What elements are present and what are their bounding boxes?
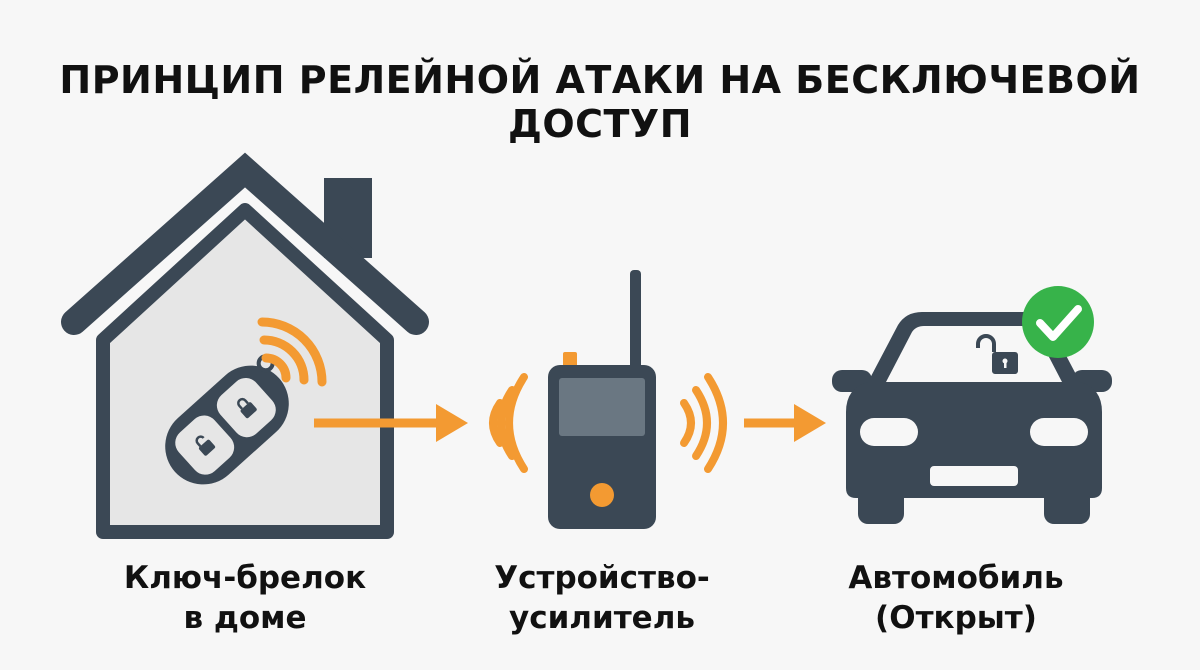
house-icon [61, 152, 429, 539]
relay-screen [559, 378, 645, 436]
car-icon [832, 312, 1112, 524]
car-headlight-right [1030, 418, 1088, 446]
caption-line: (Открыт) [875, 600, 1037, 636]
house-roof [61, 152, 429, 335]
caption-relay-device: Устройство- усилитель [442, 558, 762, 638]
unlock-icon [195, 435, 216, 456]
relay-outgoing-waves-icon [680, 373, 727, 473]
caption-key-fob: Ключ-брелок в доме [85, 558, 405, 638]
relay-antenna [630, 270, 641, 380]
relay-button [590, 483, 614, 507]
caption-line: Автомобиль [848, 560, 1064, 596]
caption-line: в доме [183, 600, 307, 636]
caption-line: Ключ-брелок [123, 560, 367, 596]
key-fob-icon [165, 354, 289, 485]
caption-line: Устройство- [494, 560, 710, 596]
lock-icon [237, 397, 257, 419]
relay-button-top [563, 352, 577, 368]
relay-device-icon [548, 270, 656, 529]
car-headlight-left [860, 418, 918, 446]
caption-line: усилитель [508, 600, 696, 636]
unlocked-padlock-icon [976, 334, 1018, 374]
arrow-right-icon [744, 404, 826, 442]
key-signal-waves-icon [257, 317, 327, 387]
car-plate [930, 466, 1018, 486]
caption-car: Автомобиль (Открыт) [796, 558, 1116, 638]
relay-incoming-waves-icon [489, 373, 528, 473]
page-title: ПРИНЦИП РЕЛЕЙНОЙ АТАКИ НА БЕСКЛЮЧЕВОЙ ДО… [59, 58, 1141, 146]
arrow-right-icon [314, 404, 468, 442]
check-badge-icon [1022, 286, 1094, 358]
